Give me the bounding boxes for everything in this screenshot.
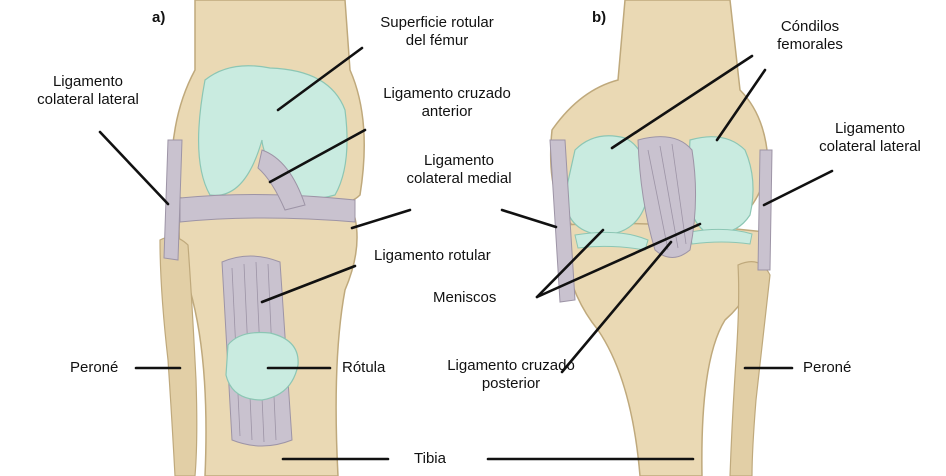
label-rotula: Rótula <box>342 359 385 377</box>
label-condilos-line1: Cóndilos <box>765 18 855 36</box>
label-ligamento-cruzado-anterior: Ligamento cruzado anterior <box>372 85 522 121</box>
leader-colateral-medial-b <box>502 210 556 227</box>
label-ligamento-colateral-medial: Ligamento colateral medial <box>388 152 530 188</box>
label-meniscos: Meniscos <box>433 289 496 307</box>
panel-label-b: b) <box>592 9 606 26</box>
label-superficie-line1: Superficie rotular <box>366 14 508 32</box>
label-col-med-line2: colateral medial <box>388 170 530 188</box>
label-superficie-rotular: Superficie rotular del fémur <box>366 14 508 50</box>
label-cruzado-post-line2: posterior <box>420 375 602 393</box>
label-condilos-line2: femorales <box>765 36 855 54</box>
label-col-lat-b-line1: Ligamento <box>795 120 945 138</box>
label-ligamento-colateral-lateral-b: Ligamento colateral lateral <box>795 120 945 156</box>
femoral-condyle-lateral <box>688 137 753 234</box>
label-ligamento-colateral-lateral-a: Ligamento colateral lateral <box>12 73 164 109</box>
femoral-condyle-medial <box>565 136 648 235</box>
label-cruzado-ant-line1: Ligamento cruzado <box>372 85 522 103</box>
label-ligamento-cruzado-posterior: Ligamento cruzado posterior <box>420 357 602 393</box>
label-col-lat-a-line2: colateral lateral <box>12 91 164 109</box>
lateral-collateral-ligament-b <box>758 150 772 270</box>
label-cruzado-ant-line2: anterior <box>372 103 522 121</box>
leader-colateral-lateral-b <box>764 171 832 205</box>
label-col-lat-a-line1: Ligamento <box>12 73 164 91</box>
joint-ligaments-a <box>180 194 355 222</box>
label-perone-b: Peroné <box>803 359 851 377</box>
label-perone-a: Peroné <box>70 359 118 377</box>
label-tibia: Tibia <box>414 450 446 468</box>
panel-label-a: a) <box>152 9 165 26</box>
label-superficie-line2: del fémur <box>366 32 508 50</box>
leader-colateral-medial <box>352 210 410 228</box>
label-col-med-line1: Ligamento <box>388 152 530 170</box>
label-condilos-femorales: Cóndilos femorales <box>765 18 855 54</box>
leader-colateral-lateral-a <box>100 132 168 204</box>
posterior-knee-view <box>550 0 772 476</box>
label-col-lat-b-line2: colateral lateral <box>795 138 945 156</box>
label-cruzado-post-line1: Ligamento cruzado <box>420 357 602 375</box>
anterior-knee-view <box>160 0 364 476</box>
label-ligamento-rotular: Ligamento rotular <box>374 247 491 265</box>
